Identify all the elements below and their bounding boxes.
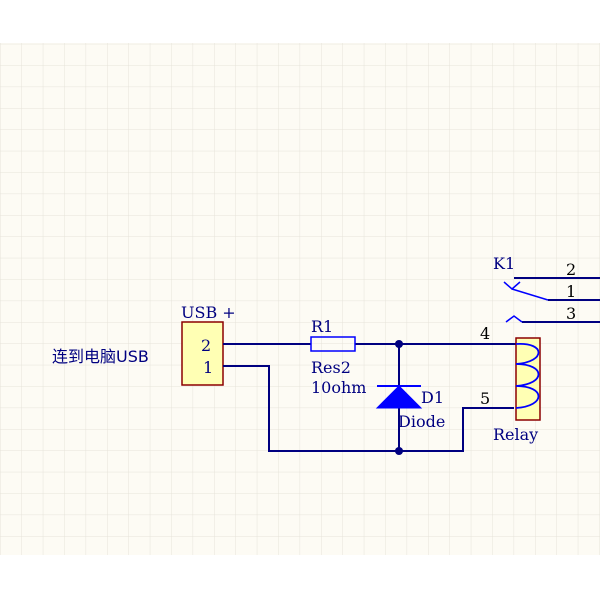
- wires: [223, 343, 516, 452]
- connector-body: [181, 321, 224, 386]
- resistor-body: [310, 336, 356, 352]
- diode-d1[interactable]: D1 Diode: [375, 385, 445, 431]
- relay-coil-winding: [515, 343, 540, 409]
- relay-no-contact-mark: [505, 315, 523, 323]
- diode-triangle: [375, 385, 423, 409]
- resistor-designator: R1: [311, 317, 333, 336]
- relay-k1[interactable]: K1 Relay 2 1 3 4 5: [480, 254, 600, 444]
- relay-type: Relay: [493, 425, 538, 444]
- resistor-type: Res2: [311, 358, 351, 377]
- connector-designator: USB +: [181, 303, 236, 322]
- relay-pin-2-label: 2: [566, 260, 576, 279]
- usb-connector[interactable]: USB + 2 1: [181, 303, 236, 386]
- connector-pin-2-label: 2: [201, 336, 211, 355]
- relay-pin-3-label: 3: [566, 304, 576, 323]
- connector-note: 连到电脑USB: [52, 347, 149, 366]
- diode-type: Diode: [398, 412, 445, 431]
- relay-nc-contact-mark: [503, 281, 521, 290]
- junction-bottom: [395, 447, 403, 455]
- sheet-grid: [0, 43, 600, 555]
- relay-pin-1-label: 1: [566, 282, 576, 301]
- relay-designator: K1: [493, 254, 515, 273]
- junction-top: [395, 340, 403, 348]
- relay-pin-5-label: 5: [480, 389, 490, 408]
- relay-pin-4-label: 4: [480, 324, 490, 343]
- connector-pin-1-label: 1: [203, 358, 213, 377]
- diode-designator: D1: [421, 388, 444, 407]
- resistor-value: 10ohm: [311, 378, 366, 397]
- resistor-r1[interactable]: R1 Res2 10ohm: [310, 317, 366, 397]
- relay-switch-arm: [511, 288, 549, 301]
- wire-pin1-return: [223, 365, 514, 452]
